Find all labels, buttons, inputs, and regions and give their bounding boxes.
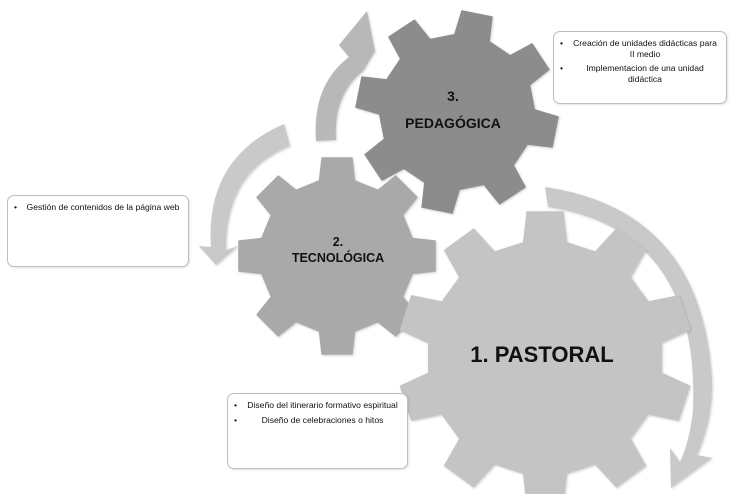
note-box-pastoral: Diseño del itinerario formativo espiritu… bbox=[227, 393, 408, 469]
gear-label-tecnologica: 2. TECNOLÓGICA bbox=[268, 235, 408, 266]
arrow-pedagogica-cycle bbox=[315, 11, 375, 141]
gear-number-pedagogica: 3. bbox=[447, 88, 459, 104]
note-list-tecnologica: Gestión de contenidos de la página web bbox=[14, 202, 182, 213]
note-list-pedagogica: Creación de unidades didácticas para II … bbox=[560, 38, 720, 85]
gear-pastoral bbox=[399, 211, 691, 494]
gear-title-tecnologica: TECNOLÓGICA bbox=[291, 250, 385, 265]
arrow-pastoral-cycle bbox=[545, 187, 713, 488]
note-item: Diseño del itinerario formativo espiritu… bbox=[234, 400, 401, 411]
gear-number-tecnologica: 2. bbox=[332, 235, 344, 249]
note-box-tecnologica: Gestión de contenidos de la página web bbox=[7, 195, 189, 267]
note-list-pastoral: Diseño del itinerario formativo espiritu… bbox=[234, 400, 401, 425]
note-item: Diseño de celebraciones o hitos bbox=[234, 415, 401, 426]
gear-label-pastoral: 1. PASTORAL bbox=[462, 341, 622, 369]
gear-pedagogica bbox=[355, 10, 559, 214]
note-item: Creación de unidades didácticas para II … bbox=[560, 38, 720, 59]
note-item: Implementacion de una unidad didáctica bbox=[560, 63, 720, 84]
gear-label-pedagogica: 3. PEDAGÓGICA bbox=[388, 83, 518, 136]
gear-title-pastoral: 1. PASTORAL bbox=[470, 342, 614, 367]
note-item: Gestión de contenidos de la página web bbox=[14, 202, 182, 213]
gear-tecnologica bbox=[238, 157, 436, 355]
note-box-pedagogica: Creación de unidades didácticas para II … bbox=[553, 31, 727, 104]
arrow-tecnologica-cycle bbox=[199, 124, 290, 265]
gear-title-pedagogica: PEDAGÓGICA bbox=[405, 114, 501, 131]
